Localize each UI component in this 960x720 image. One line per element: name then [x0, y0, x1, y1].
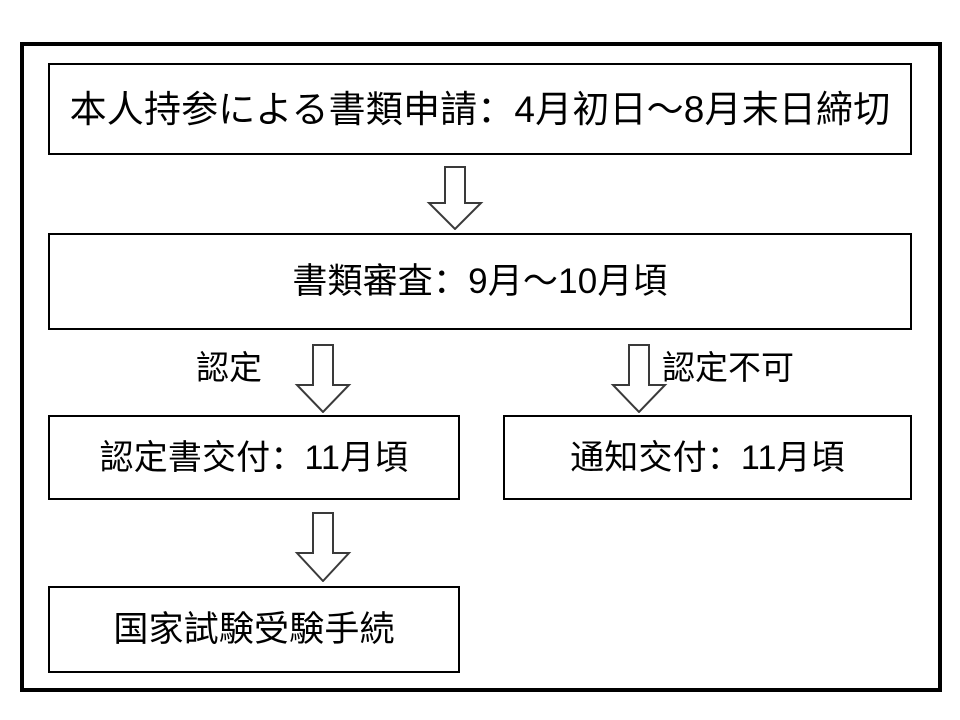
branch-label-rejected: 認定不可 — [662, 349, 794, 386]
node-application-label: 本人持参による書類申請：4月初日〜8月末日締切 — [69, 88, 891, 130]
node-national-exam-procedure-label: 国家試験受験手続 — [113, 610, 395, 649]
node-certificate-issued: 認定書交付：11月頃 — [48, 415, 460, 500]
down-arrow-icon — [294, 344, 352, 413]
branch-label-approved: 認定 — [196, 349, 262, 386]
node-national-exam-procedure: 国家試験受験手続 — [48, 586, 460, 673]
down-arrow-icon — [610, 344, 668, 413]
node-document-review: 書類審査：9月〜10月頃 — [48, 233, 912, 330]
node-document-review-label: 書類審査：9月〜10月頃 — [292, 262, 668, 301]
node-application: 本人持参による書類申請：4月初日〜8月末日締切 — [48, 63, 912, 155]
node-notice-issued: 通知交付：11月頃 — [503, 415, 912, 500]
arrow-review-to-certificate — [292, 344, 354, 413]
arrow-review-to-notice — [608, 344, 670, 413]
node-certificate-issued-label: 認定書交付：11月頃 — [99, 438, 409, 477]
arrow-application-to-review — [424, 166, 486, 230]
arrow-certificate-to-exam — [292, 512, 354, 582]
node-notice-issued-label: 通知交付：11月頃 — [570, 438, 845, 477]
down-arrow-icon — [426, 166, 484, 230]
down-arrow-icon — [294, 512, 352, 582]
